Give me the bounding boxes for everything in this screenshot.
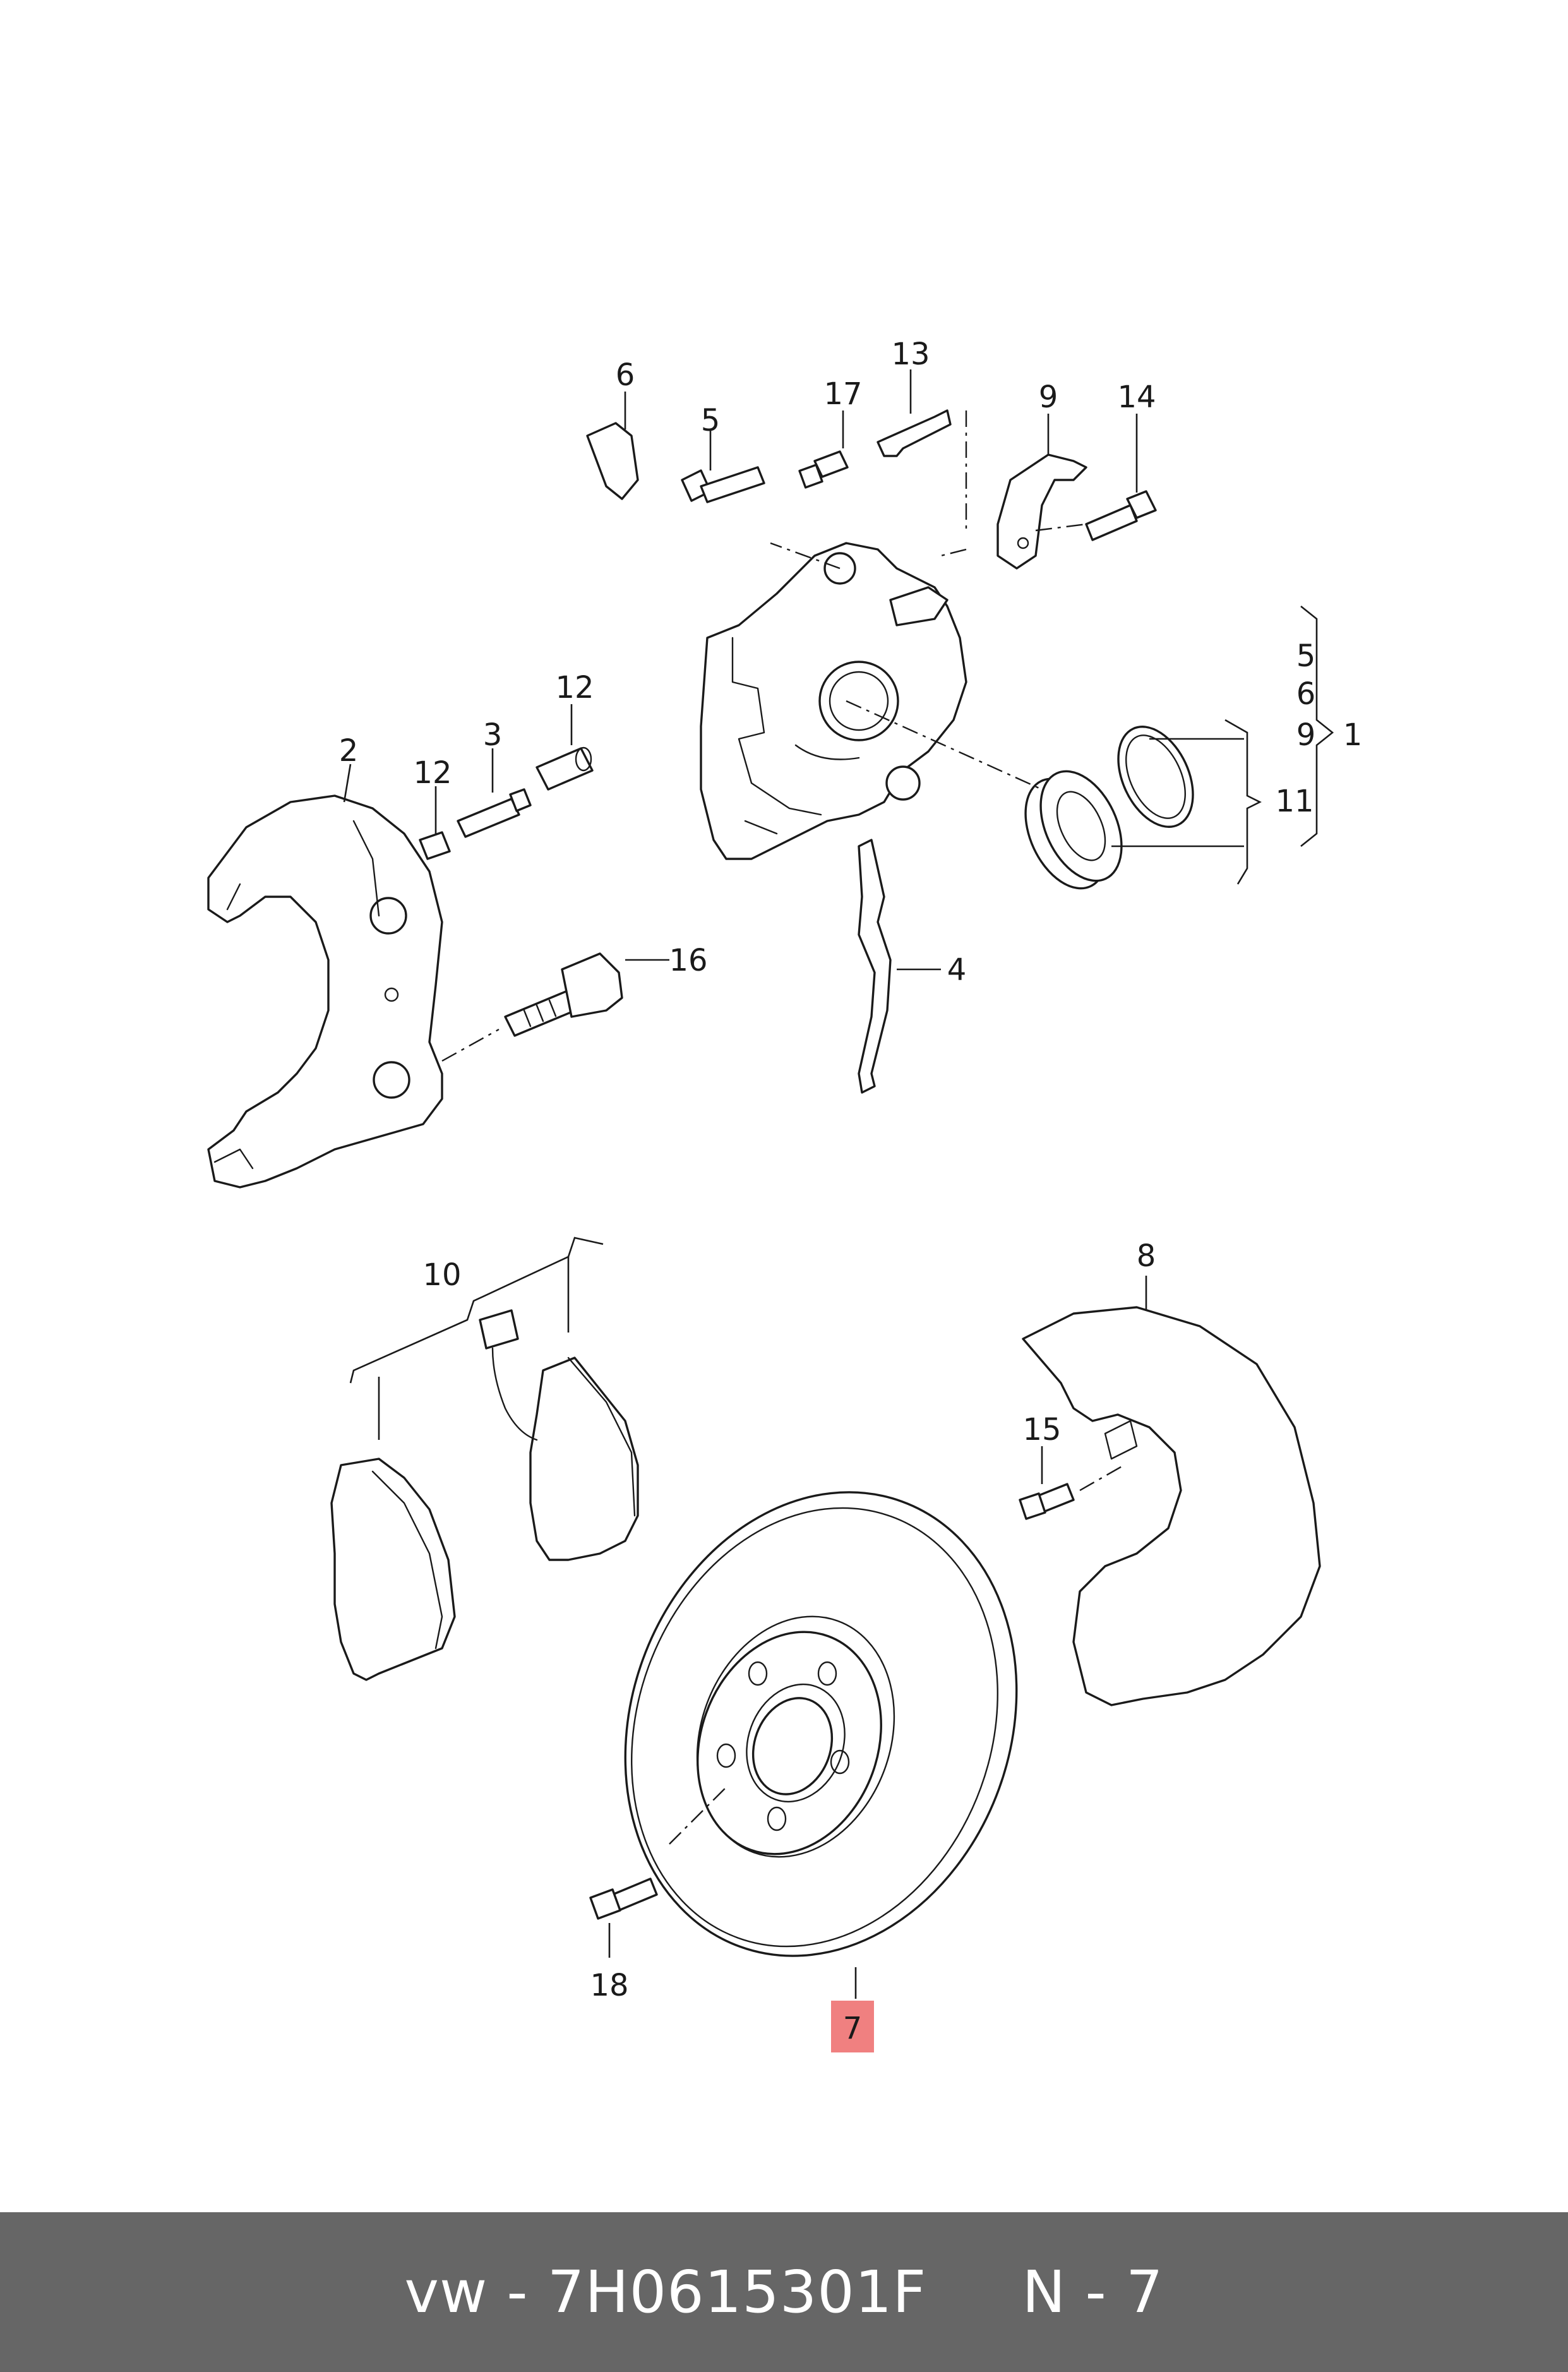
group-1-brace [1300,605,1334,848]
callout-18: 18 [590,1968,628,2003]
part-number-footer: vw - 7H0615301F N - 7 [0,2212,1568,2372]
brake-assembly-diagram: 6 5 17 13 9 14 5 6 9 1 11 12 3 2 12 16 4… [207,337,1363,2052]
callout-11: 11 [1275,784,1314,819]
bolt-14 [1085,490,1157,541]
group-label-6: 6 [1296,676,1316,712]
splash-shield [1022,1306,1321,1706]
bolt-16 [504,952,623,1037]
callout-7-highlight [831,2001,874,2052]
callout-15: 15 [1022,1412,1061,1447]
callout-6: 6 [616,357,635,393]
callout-9: 9 [1039,380,1058,415]
bolt-17 [798,450,849,489]
group-11-brace [1111,719,1262,885]
bracket-9 [996,453,1087,570]
callout-12-lower: 12 [413,755,452,791]
bolt-15 [1019,1483,1075,1520]
group-label-5: 5 [1296,638,1316,674]
brake-pad-outer [330,1458,456,1681]
anti-rattle-spring-4 [858,839,892,1094]
callout-labels: 6 5 17 13 9 14 5 6 9 1 11 12 3 2 12 16 4… [339,337,1363,2046]
callout-4: 4 [947,952,967,988]
callout-3: 3 [483,717,503,753]
callout-17: 17 [823,376,862,412]
group-label-9: 9 [1296,717,1316,753]
brake-pad-inner [529,1357,639,1561]
callout-1: 1 [1343,717,1363,753]
callout-12-upper: 12 [555,670,594,705]
callout-10: 10 [422,1257,461,1293]
clip-13 [877,409,952,457]
wear-sensor [479,1309,538,1441]
callout-16: 16 [669,943,707,978]
guide-pin-3 [457,788,532,838]
bleed-screw-5 [681,466,765,503]
group-10-brace [349,1237,604,1440]
part-number-text: vw - 7H0615301F N - 7 [404,2258,1164,2326]
caliper-carrier-bracket [207,794,443,1189]
assembly-axes [441,410,1125,1845]
dust-cap-6 [586,422,639,500]
callout-8: 8 [1137,1238,1156,1274]
callout-2: 2 [339,733,359,769]
leader-lines [343,369,1147,1999]
sleeve-12-upper [536,746,594,791]
callout-14: 14 [1117,380,1156,415]
bolt-18 [589,1878,658,1920]
callout-13: 13 [891,337,930,372]
brake-disc [624,1491,1018,1957]
sleeve-12-lower [419,831,451,860]
callout-7: 7 [843,2011,863,2046]
piston-seal-kit [1024,726,1194,890]
callout-5: 5 [701,403,721,438]
caliper-housing [700,542,967,860]
